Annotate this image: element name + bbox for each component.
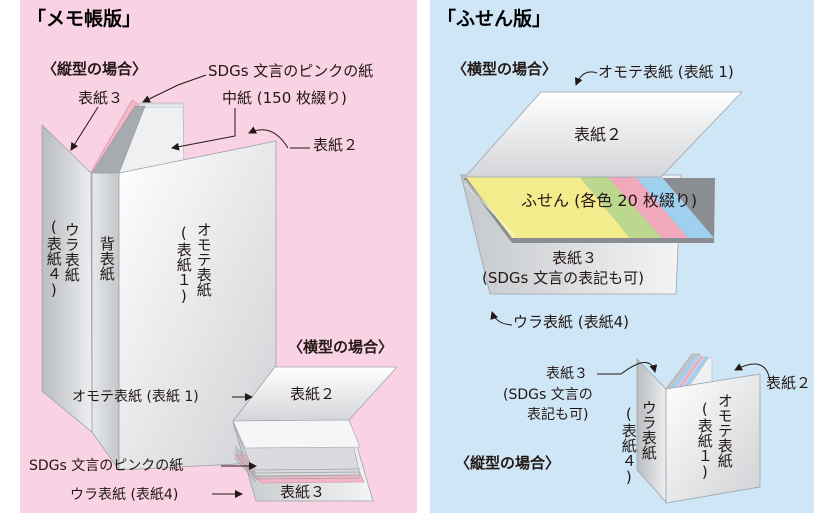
memo-landscape-cover3-label: 表紙３: [280, 483, 326, 501]
memo-portrait-illustration: [41, 99, 277, 472]
memo-landscape-front-cover-label: オモテ表紙 (表紙 1): [72, 389, 199, 405]
fusen-landscape-cover2-label: 表紙２: [574, 125, 623, 144]
fusen-landscape-illustration: [460, 91, 743, 295]
fusen-portrait-cover2-label: 表紙２: [766, 374, 812, 392]
fusen-portrait-cover3-note-line1: (SDGs 文言の: [503, 387, 593, 403]
memo-portrait-inner-label: 中紙 (150 枚綴り): [222, 89, 347, 107]
memo-portrait-back-cover-paren: (表紙４): [44, 218, 63, 299]
fusen-version-title: 「ふせん版」: [437, 8, 552, 30]
memo-portrait-front-cover-paren: (表紙１): [174, 224, 193, 305]
fusen-portrait-heading: 〈縦型の場合〉: [455, 454, 561, 472]
memo-portrait-back-cover-label: ウラ表紙: [62, 222, 81, 282]
memo-landscape-heading: 〈横型の場合〉: [288, 338, 394, 356]
memo-landscape-cover2-label: 表紙２: [290, 385, 336, 403]
memo-portrait-cover2-label: 表紙２: [313, 136, 359, 154]
fusen-landscape-cover3-label: 表紙３: [552, 249, 598, 267]
memo-landscape-leaders: [212, 393, 257, 498]
memo-portrait-front-cover-label: オモテ表紙: [194, 222, 213, 297]
fusen-portrait-cover3-label: 表紙３: [546, 366, 588, 382]
memo-portrait-spine-label: 背表紙: [97, 236, 116, 281]
fusen-portrait-back-cover-label: ウラ表紙: [639, 400, 658, 460]
memo-version-title: 「メモ帳版」: [27, 8, 142, 30]
fusen-portrait-illustration: [636, 353, 761, 504]
fusen-landscape-back-cover-label: ウラ表紙 (表紙4): [513, 313, 630, 331]
fusen-portrait-front-cover-paren: (表紙１): [695, 400, 714, 481]
memo-landscape-back-cover-label: ウラ表紙 (表紙4): [70, 487, 179, 503]
memo-portrait-heading: 〈縦型の場合〉: [42, 60, 148, 78]
fusen-portrait-back-cover-paren: (表紙４): [619, 405, 638, 486]
fusen-portrait-cover3-note-line2: 表記も可): [527, 407, 589, 423]
fusen-landscape-sticky-label: ふせん (各色 20 枚綴り): [521, 191, 698, 210]
fusen-landscape-leaders: [490, 71, 598, 326]
memo-portrait-leaders: [70, 74, 310, 151]
memo-portrait-sdgs-pink-label: SDGs 文言のピンクの紙: [208, 62, 374, 80]
memo-landscape-illustration: [232, 366, 398, 502]
memo-portrait-cover3-label: 表紙３: [78, 89, 124, 107]
fusen-landscape-cover3-note: (SDGs 文言の表記も可): [482, 269, 644, 287]
fusen-landscape-front-cover-label: オモテ表紙 (表紙 1): [598, 63, 734, 81]
fusen-portrait-leaders: [597, 362, 771, 382]
fusen-portrait-front-cover-label: オモテ表紙: [715, 393, 734, 468]
memo-landscape-sdgs-pink-label: SDGs 文言のピンクの紙: [29, 458, 184, 474]
fusen-landscape-heading: 〈横型の場合〉: [452, 60, 558, 78]
